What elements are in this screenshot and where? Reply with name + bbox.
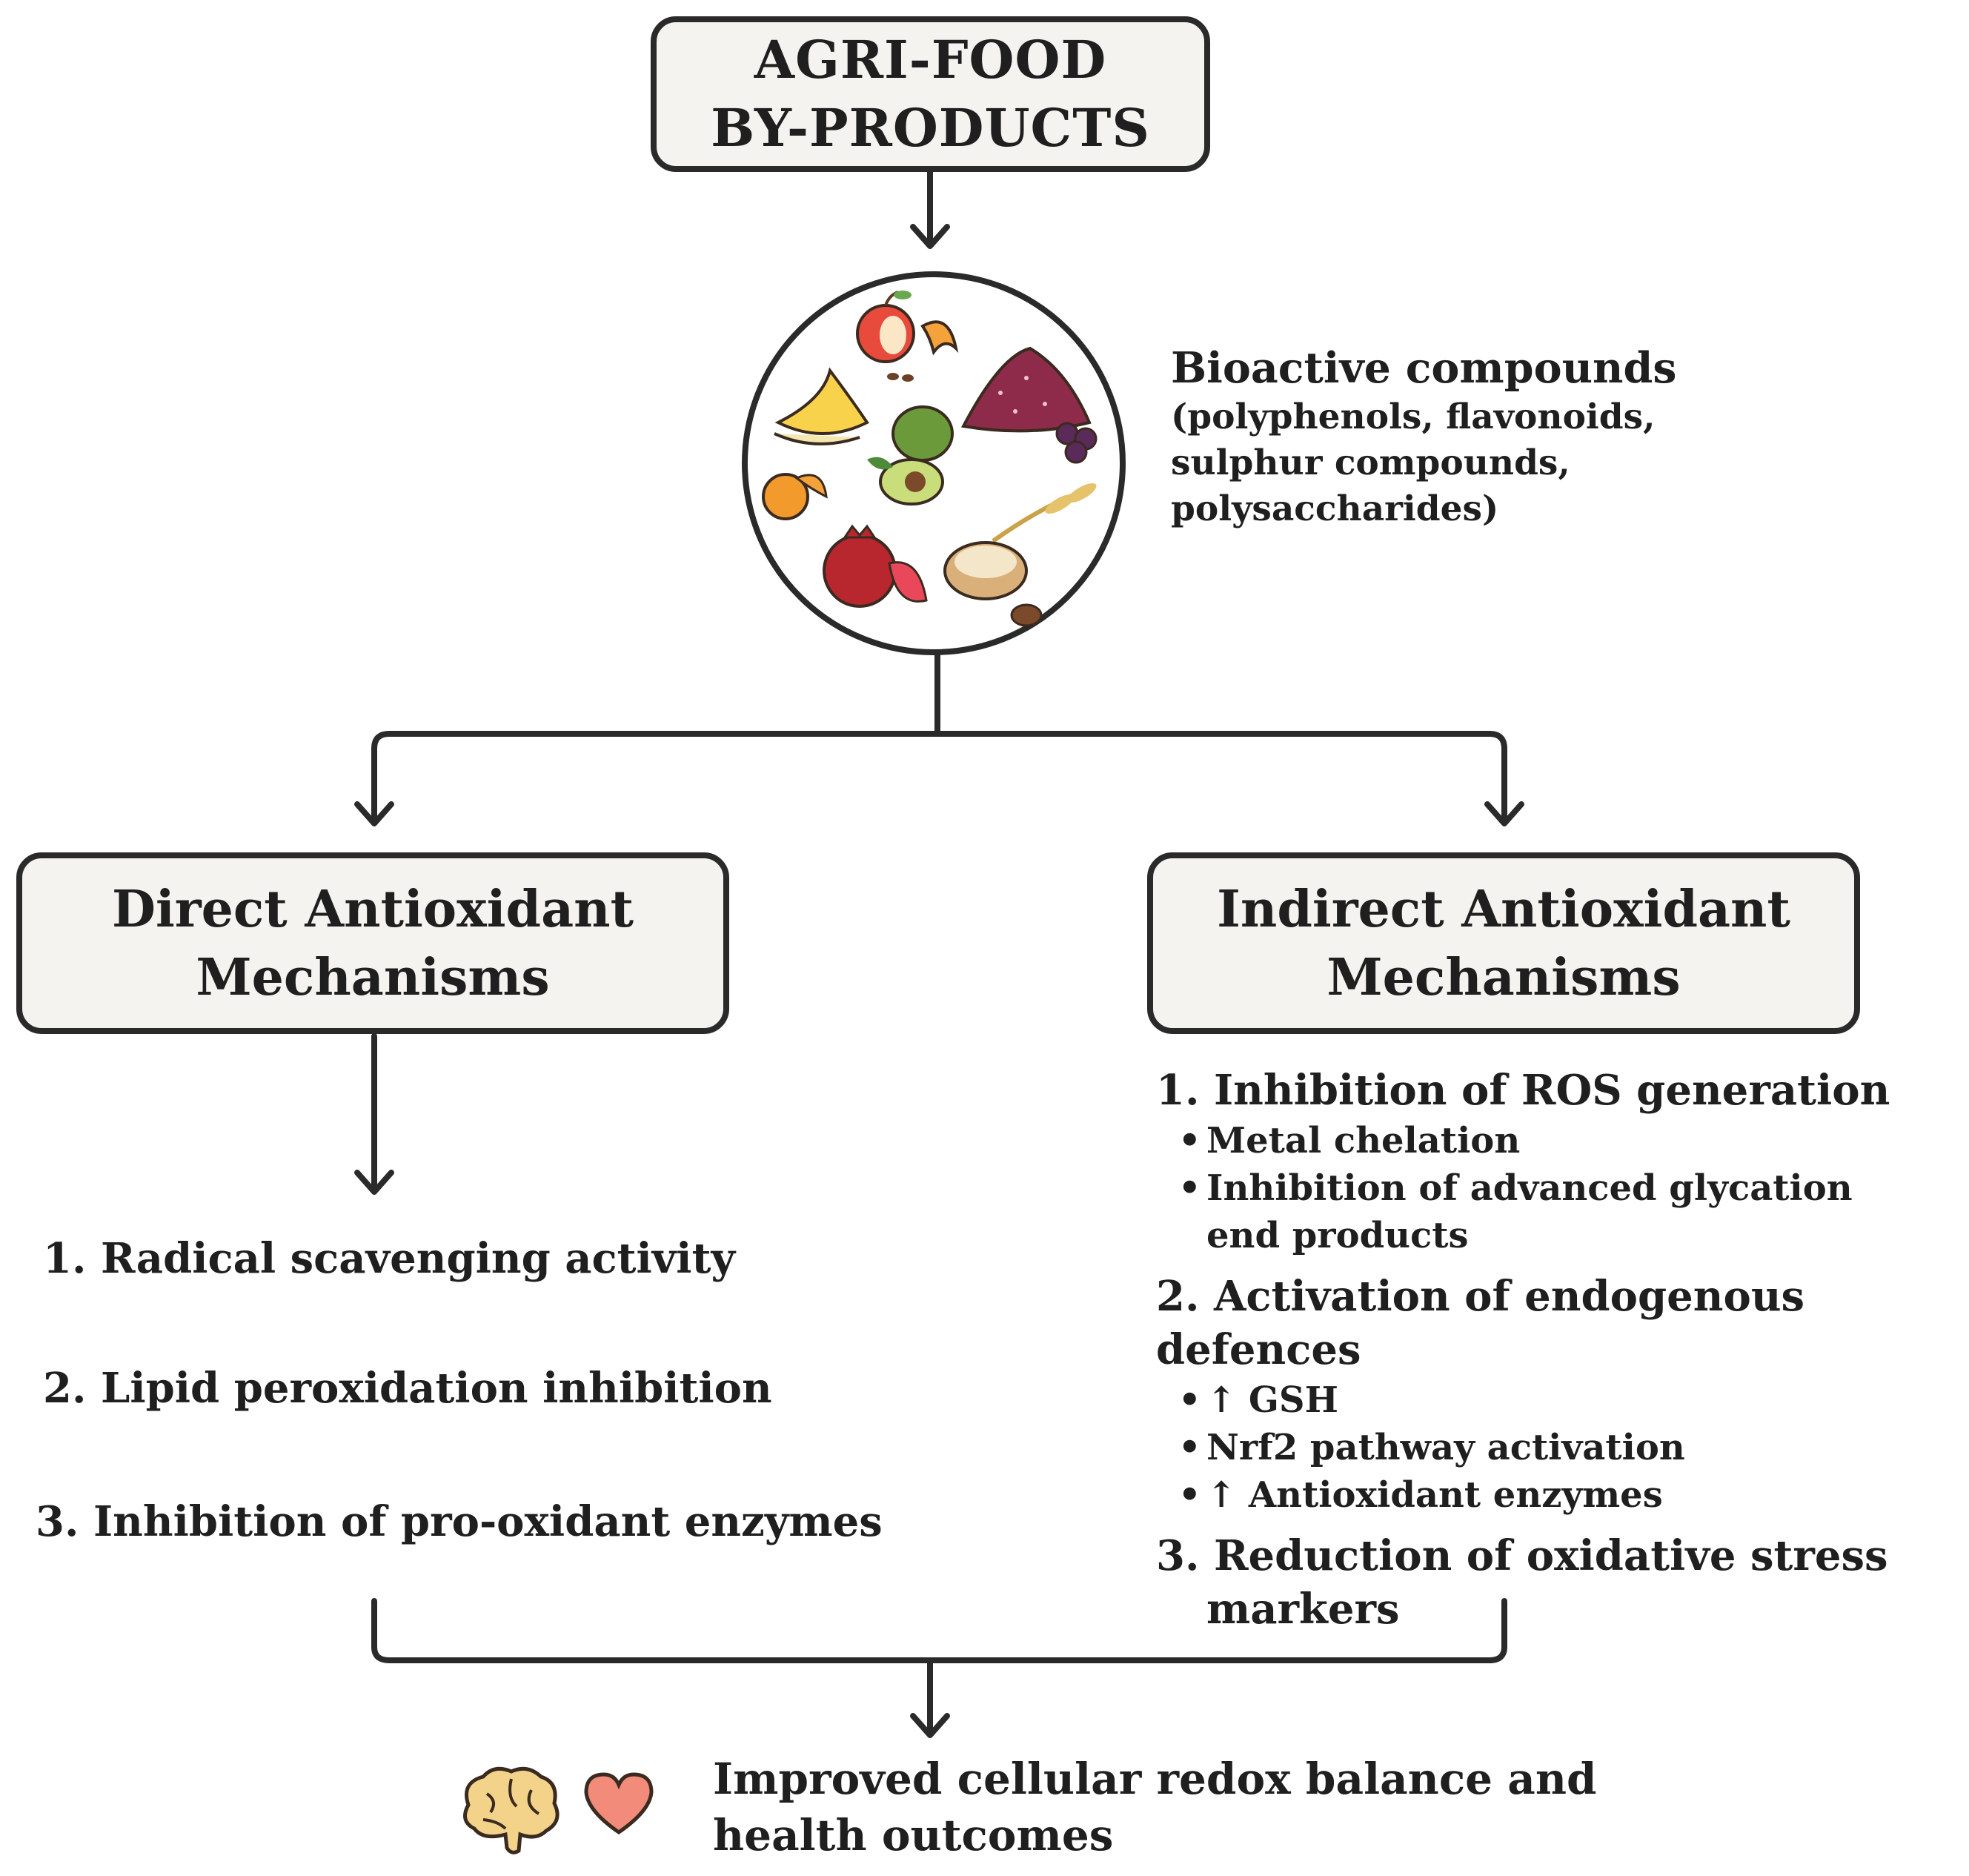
arrowhead-top [910, 224, 950, 249]
arrowhead-right [1484, 801, 1524, 826]
direct-box-line2: Mechanisms [196, 947, 550, 1007]
arrowhead-left [354, 801, 394, 826]
bioactive-line-1: (polyphenols, flavonoids, [1171, 397, 1656, 437]
branch-split [371, 731, 1507, 824]
indirect-mechanisms-list: 1. Inhibition of ROS generation •Metal c… [1156, 1064, 1964, 1636]
indirect-bullet: •↑ GSH [1178, 1379, 1338, 1421]
direct-item-3: 3. Inhibition of pro-oxidant enzymes [36, 1497, 883, 1546]
direct-item-2: 2. Lipid peroxidation inhibition [43, 1364, 772, 1413]
bullet-text: Inhibition of advanced glycation [1206, 1167, 1853, 1209]
indirect-heading-3: 3. Reduction of oxidative stress [1156, 1531, 1888, 1580]
bullet-text: Nrf2 pathway activation [1206, 1427, 1685, 1468]
agri-food-box: AGRI-FOOD BY-PRODUCTS [651, 16, 1210, 172]
outcome-line1: Improved cellular redox balance and [713, 1754, 1597, 1804]
outcome-line2: health outcomes [713, 1810, 1114, 1860]
merge-bracket [371, 1598, 1507, 1663]
indirect-bullet-continuation: end products [1156, 1212, 1964, 1259]
brain-icon [463, 1766, 560, 1855]
indirect-heading-2: 2. Activation of endogenous defences [1156, 1272, 1805, 1374]
food-plate-icon [742, 271, 1126, 655]
indirect-bullet: •↑ Antioxidant enzymes [1178, 1474, 1663, 1516]
bullet-text: end products [1206, 1215, 1469, 1256]
indirect-heading-3-cont: markers [1206, 1585, 1400, 1634]
bioactive-title: Bioactive compounds [1171, 343, 1677, 393]
arrowhead-direct [354, 1170, 394, 1195]
top-box-line2: BY-PRODUCTS [711, 97, 1150, 159]
indirect-box-line1: Indirect Antioxidant [1217, 879, 1790, 939]
indirect-heading-1: 1. Inhibition of ROS generation [1156, 1066, 1890, 1115]
bioactive-compounds-label: Bioactive compounds (polyphenols, flavon… [1171, 342, 1676, 532]
outcome-label: Improved cellular redox balance and heal… [713, 1751, 1597, 1863]
indirect-bullet: •Nrf2 pathway activation [1178, 1427, 1685, 1468]
top-box-line1: AGRI-FOOD [754, 29, 1107, 90]
indirect-bullet: •Metal chelation [1178, 1120, 1521, 1161]
bioactive-line-3: polysaccharides) [1171, 488, 1499, 529]
direct-box-line1: Direct Antioxidant [111, 879, 634, 939]
indirect-mechanisms-box: Indirect Antioxidant Mechanisms [1147, 852, 1860, 1034]
indirect-bullet: •Inhibition of advanced glycation [1178, 1167, 1853, 1209]
heart-icon [584, 1772, 654, 1835]
bullet-text: ↑ Antioxidant enzymes [1206, 1474, 1663, 1516]
arrowhead-outcome [910, 1713, 950, 1738]
indirect-box-line2: Mechanisms [1326, 947, 1681, 1007]
direct-mechanisms-box: Direct Antioxidant Mechanisms [16, 852, 729, 1034]
direct-item-1: 1. Radical scavenging activity [43, 1234, 735, 1283]
bullet-text: Metal chelation [1206, 1120, 1521, 1161]
bullet-text: ↑ GSH [1206, 1379, 1338, 1421]
bioactive-line-2: sulphur compounds, [1171, 443, 1570, 483]
